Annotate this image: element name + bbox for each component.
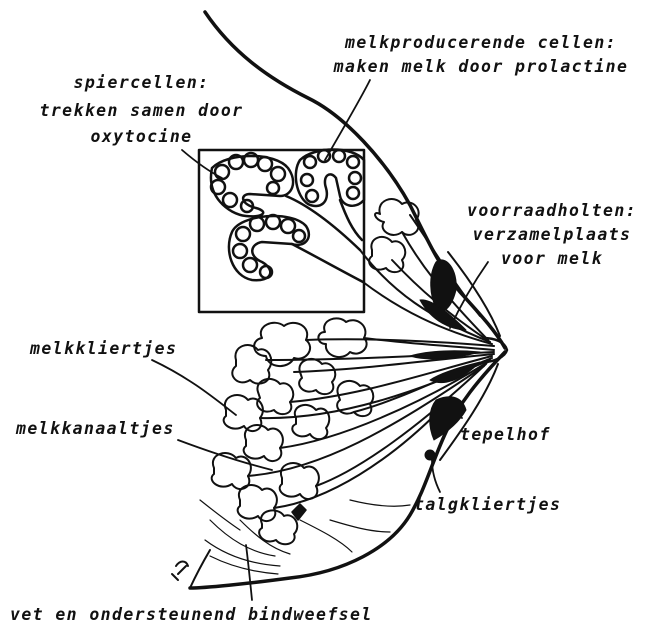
label-voorraadholten-line1: voorraadholten: — [442, 200, 662, 222]
label-melkkliertjes: melkkliertjes — [30, 338, 177, 360]
label-voorraadholten-line2: verzamelplaats — [442, 224, 662, 246]
inset-acinus-cluster-2 — [296, 150, 364, 207]
label-talgkliertjes: talgkliertjes — [414, 494, 561, 516]
label-spiercellen-line3: oxytocine — [4, 126, 279, 148]
label-melkproducerende-line1: melkproducerende cellen: — [296, 32, 666, 54]
inset-acinus-cluster-1 — [211, 153, 293, 216]
chest-wall-base — [190, 550, 210, 588]
label-spiercellen-line1: spiercellen: — [4, 72, 279, 94]
label-melkkanaaltjes: melkkanaaltjes — [16, 418, 175, 440]
base-hair-mark — [172, 562, 188, 581]
label-spiercellen-line2: trekken samen door — [4, 100, 279, 122]
label-vet: vet en ondersteunend bindweefsel — [10, 604, 373, 626]
inset-duct-lines — [286, 196, 363, 282]
leader-melkkliertjes — [152, 360, 236, 415]
label-voorraadholten-line3: voor melk — [442, 248, 662, 270]
leader-vet — [246, 545, 252, 600]
label-tepelhof: tepelhof — [460, 424, 551, 446]
leader-melkproducerende — [325, 80, 370, 160]
label-melkproducerende-line2: maken melk door prolactine — [296, 56, 666, 78]
breast-outline-lower — [190, 352, 505, 588]
leader-melkkanaaltjes — [178, 440, 272, 470]
